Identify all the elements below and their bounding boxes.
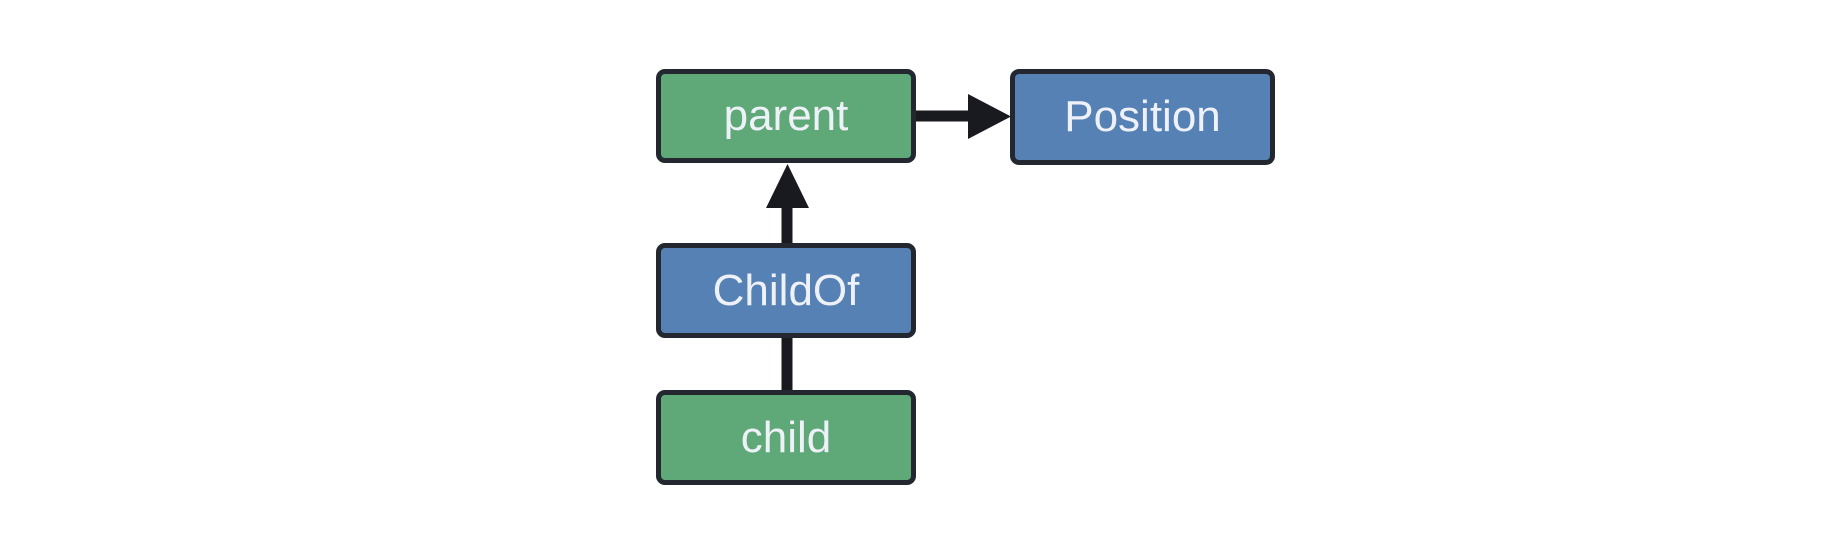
arrow-head-up-icon (766, 164, 809, 208)
node-parent-label: parent (723, 91, 849, 140)
node-parent: parent (656, 69, 916, 163)
node-child-label: child (740, 412, 832, 462)
node-childof: ChildOf (656, 243, 916, 338)
node-position-label: Position (1064, 92, 1221, 141)
edge-childof-to-parent (766, 164, 809, 245)
edge-parent-to-position (914, 94, 1011, 139)
node-childof-label: ChildOf (712, 265, 860, 315)
arrow-head-right-icon (968, 94, 1011, 139)
node-position: Position (1010, 69, 1275, 165)
node-child: child (656, 390, 916, 485)
